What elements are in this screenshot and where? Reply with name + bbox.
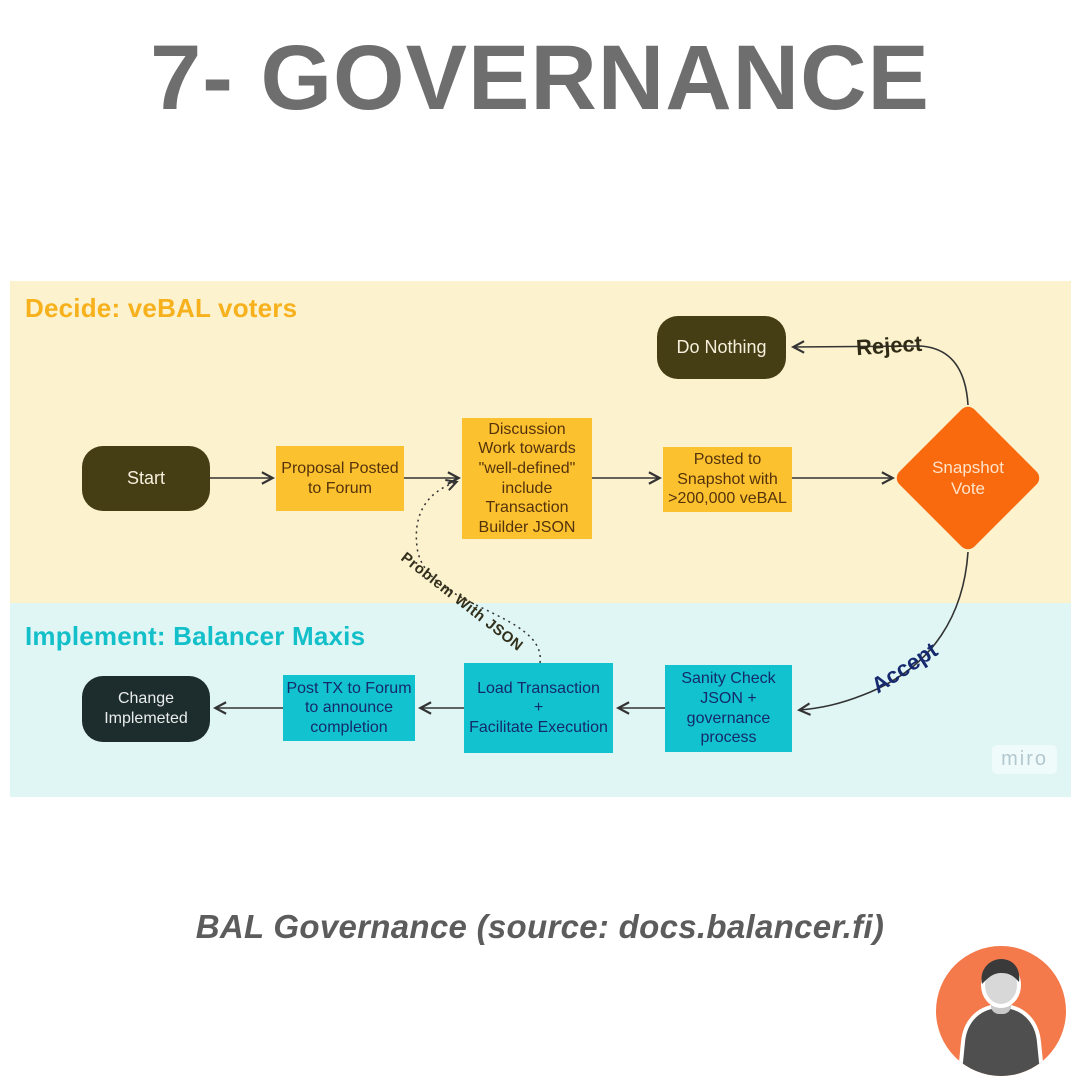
edge-accept-to-sanity [800,551,969,710]
decide-section-heading: Decide: veBAL voters [25,293,298,323]
governance-flowchart: Decide: veBAL voters Implement: Balancer… [10,281,1071,797]
node-load-transaction: Load Transaction + Facilitate Execution [464,663,613,753]
node-post-tx-forum: Post TX to Forum to announce completion [283,675,415,741]
node-change-implemented: Change Implemeted [82,676,210,742]
node-sanity-check: Sanity Check JSON + governance process [665,665,792,752]
edge-problem-json-dotted [415,482,541,664]
image-caption: BAL Governance (source: docs.balancer.fi… [195,908,885,945]
author-avatar [936,946,1066,1076]
node-start: Start [82,446,210,511]
miro-watermark: miro [992,745,1057,774]
avatar-photo-icon [936,946,1066,1076]
implement-section-heading: Implement: Balancer Maxis [25,621,366,651]
node-do-nothing: Do Nothing [657,316,786,379]
edge-reject-to-donothing [794,346,969,406]
node-snapshot-vote-label: Snapshot Vote [932,457,1004,498]
page-title: 7- GOVERNANCE [150,27,930,129]
node-posted-to-snapshot: Posted to Snapshot with >200,000 veBAL [663,447,792,512]
reject-edge-label: Reject [855,330,923,361]
flow-arrows [210,281,969,797]
node-proposal-posted: Proposal Posted to Forum [276,446,404,511]
node-discussion-work: Discussion Work towards "well-defined" i… [462,418,592,539]
